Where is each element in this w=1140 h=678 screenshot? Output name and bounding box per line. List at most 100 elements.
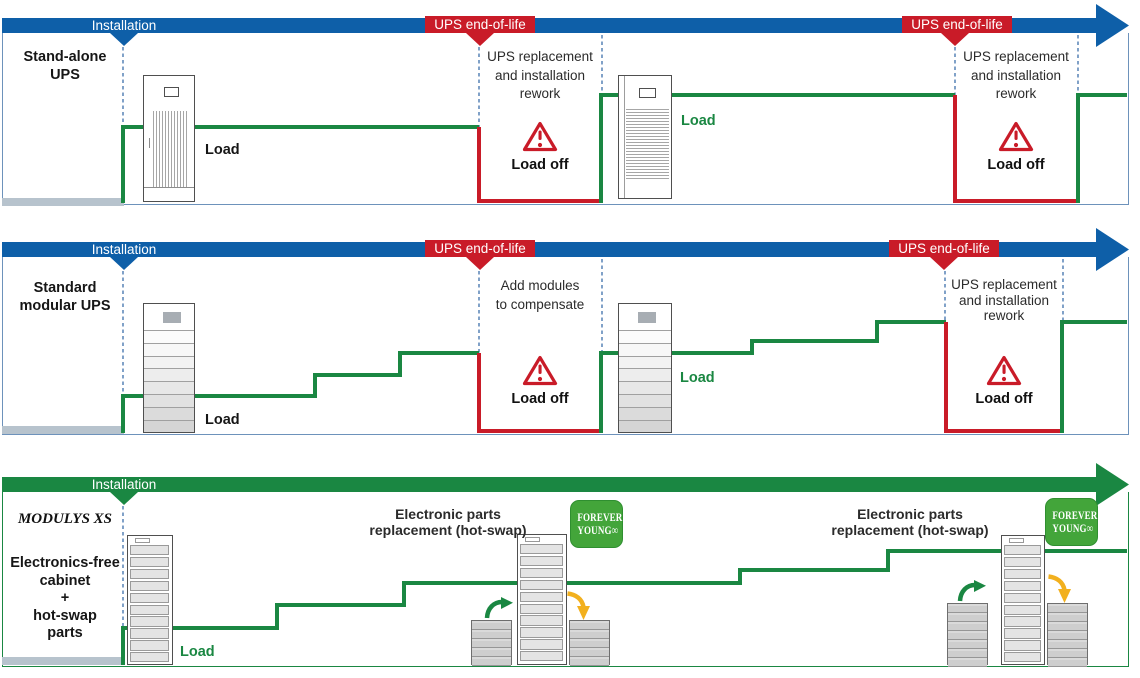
cabinet-display (639, 88, 656, 98)
cabinet-module-row (144, 355, 194, 369)
cabinet-module-row (619, 355, 671, 369)
rack-module-row (130, 592, 169, 603)
zone-text-line: Add modules (500, 278, 580, 293)
cabinet-module-row (144, 342, 194, 356)
rack-row (1048, 631, 1087, 640)
rack-module-row (130, 556, 169, 568)
rack-row (1048, 658, 1087, 667)
rack-module-row (520, 603, 563, 614)
zone-text: UPS replacement and installation rework (921, 48, 1111, 104)
cabinet-module-row (619, 342, 671, 356)
rack-row (1048, 613, 1087, 622)
zone-text-line: UPS replacement (487, 49, 593, 64)
rack-module-row (130, 652, 169, 663)
warning-triangle-icon (522, 355, 558, 386)
zone-text-line: rework (995, 86, 1037, 101)
rack-row (472, 630, 511, 639)
warning-triangle-icon (522, 121, 558, 152)
ups-cabinet-rack-tall (1001, 535, 1045, 665)
zone-text-line: rework (519, 86, 561, 101)
rack-module-row (520, 544, 563, 555)
panel-title-line: + (60, 590, 70, 606)
cabinet-door-line (624, 76, 625, 198)
rack-top-strip (135, 538, 150, 543)
rack-row (948, 631, 987, 640)
rack-row (1048, 604, 1087, 613)
badge-text-line: YOUNG∞ (577, 522, 619, 537)
rack-row (948, 658, 987, 667)
load-label: Load (205, 412, 240, 428)
zone-text-line: to compensate (495, 296, 585, 312)
cabinet-display (163, 312, 181, 323)
rack-module-row (1004, 580, 1041, 592)
timeline-installation-label: Installation (91, 18, 157, 33)
end-of-life-label: UPS end-of-life (425, 240, 535, 257)
rack-top-strip (1009, 538, 1024, 543)
rack-module-row (130, 580, 169, 592)
rack-module-row (520, 627, 563, 638)
rack-row (570, 630, 609, 639)
rack-top-strip (525, 537, 540, 542)
hot-swap-rack (1047, 603, 1088, 667)
rack-module-row (1004, 545, 1041, 556)
cabinet-module-row (144, 368, 194, 382)
zone-text-line: and installation (958, 292, 1050, 308)
rack-module-row (520, 579, 563, 591)
swap-out-arrow-icon (1046, 574, 1076, 605)
zone-text-line: replacement (hot-swap) (369, 521, 527, 538)
zone-text-line: rework (983, 308, 1025, 323)
rack-module-row (1004, 556, 1041, 568)
badge-text-line: YOUNG∞ (1052, 520, 1094, 535)
ups-cabinet-rack-tall (127, 535, 173, 665)
rack-module-row (1004, 628, 1041, 639)
rack-module-row (130, 568, 169, 580)
hot-swap-rack (947, 603, 988, 667)
cabinet-display (638, 312, 656, 323)
cabinet-module-row (619, 419, 671, 433)
ups-cabinet-rack-tall (517, 534, 567, 665)
timeline-bar-modulys-xs (2, 477, 1096, 492)
zone-text-line: UPS replacement (963, 49, 1069, 64)
zone-text-line: and installation (970, 67, 1062, 83)
rack-module-row (130, 545, 169, 556)
cabinet-module-row (619, 330, 671, 343)
rack-row (1048, 649, 1087, 658)
panel-brand: MODULYS XS (17, 511, 113, 527)
panel-title-line: UPS (50, 66, 80, 83)
rack-module-row (1004, 640, 1041, 651)
zone-text-line: UPS replacement (951, 277, 1057, 292)
rack-row (570, 621, 609, 630)
rack-row (948, 649, 987, 658)
load-off-label: Load off (511, 157, 569, 173)
end-of-life-label: UPS end-of-life (425, 16, 535, 33)
rack-module-row (130, 640, 169, 651)
load-off-label: Load off (511, 391, 569, 407)
hot-swap-rack (471, 620, 512, 666)
rack-row (948, 640, 987, 649)
rack-row (948, 622, 987, 631)
rack-module-row (520, 567, 563, 579)
rack-row (948, 604, 987, 613)
load-label: Load (205, 142, 240, 158)
swap-out-arrow-icon (565, 591, 595, 622)
rack-row (1048, 622, 1087, 631)
cabinet-plinth-line (144, 187, 194, 188)
rack-row (570, 657, 609, 666)
cabinet-module-row (144, 419, 194, 433)
ups-cabinet-grille-h (618, 75, 672, 199)
ups-cabinet-grille-v (143, 75, 195, 202)
rack-row (948, 613, 987, 622)
rack-row (570, 639, 609, 648)
warning-triangle-icon (986, 355, 1022, 386)
load-off-label: Load off (975, 391, 1033, 407)
rack-row (472, 621, 511, 630)
panel-title-line: Standard (33, 280, 97, 296)
cabinet-module-row (144, 394, 194, 407)
swap-in-arrow-icon (484, 597, 514, 628)
